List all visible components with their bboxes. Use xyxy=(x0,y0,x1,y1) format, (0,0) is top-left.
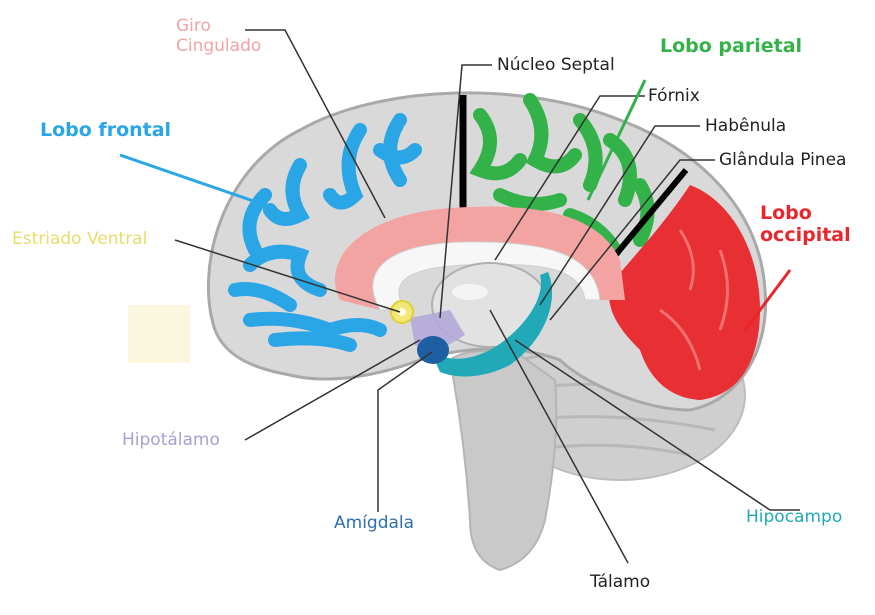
label-nucleo-septal: Núcleo Septal xyxy=(497,56,615,76)
thalamus-inner xyxy=(452,284,488,300)
label-hipocampo: Hipocampo xyxy=(746,508,842,528)
label-talamo: Tálamo xyxy=(590,573,650,593)
label-glandula-pinea: Glândula Pinea xyxy=(719,151,846,171)
faint-highlight xyxy=(128,305,190,363)
label-hipotalamo: Hipotálamo xyxy=(122,431,220,451)
label-amigdala: Amígdala xyxy=(334,514,414,534)
brainstem xyxy=(450,351,556,570)
label-lobo-parietal: Lobo parietal xyxy=(660,36,802,58)
label-lobo-occipital: Lobo occipital xyxy=(760,203,851,247)
label-giro-cingulado: Giro Cingulado xyxy=(176,17,261,56)
label-lobo-frontal: Lobo frontal xyxy=(40,120,171,142)
label-habenula: Habênula xyxy=(705,117,786,137)
leader-amigdala xyxy=(378,352,432,512)
label-fornix: Fórnix xyxy=(648,87,700,107)
label-estriado-ventral: Estriado Ventral xyxy=(12,230,147,250)
